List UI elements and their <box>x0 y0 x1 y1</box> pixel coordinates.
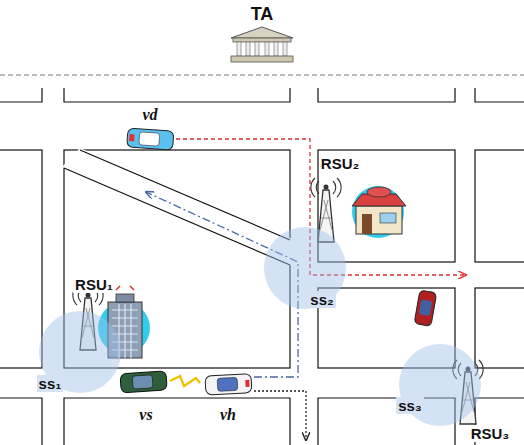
vehicle-vh-part <box>245 380 249 387</box>
ta-building-part <box>274 42 278 56</box>
rsu-label: RSU₁ <box>73 276 115 293</box>
rsu2-shop-part <box>380 213 396 223</box>
coverage-circle: ss₂ <box>263 226 347 310</box>
v2v-link <box>170 376 200 386</box>
ta-building <box>231 27 293 62</box>
vehicle-vh-part <box>217 377 238 391</box>
ta-building-part <box>233 38 291 42</box>
coverage-area <box>264 227 346 309</box>
vehicle-vh-part <box>205 374 252 395</box>
ta-building-part <box>246 42 250 56</box>
coverage-label: ss₂ <box>308 291 335 308</box>
circle-outline <box>398 343 482 427</box>
ta-building-part <box>237 42 241 56</box>
vehicle-vh <box>205 374 252 395</box>
ta-building-part <box>231 56 293 62</box>
coverage-label: ss₃ <box>396 397 424 414</box>
ta-building-part <box>283 42 287 56</box>
coverage-circle: ss₃ <box>398 343 482 427</box>
diagonal-road-part <box>62 148 292 266</box>
coverage-label: ss₁ <box>37 375 64 392</box>
parked-car <box>414 290 437 326</box>
rsu2-shop-part <box>356 206 402 234</box>
rsu-label: RSU₃ <box>469 425 512 442</box>
coverage-area <box>399 344 481 426</box>
rsu2-shop-part <box>367 187 391 197</box>
street-blocks <box>0 88 524 445</box>
diagonal-road-part <box>64 168 290 265</box>
ta-building-part <box>255 42 259 56</box>
ta-building-part <box>231 27 293 38</box>
ta-building-part <box>265 42 269 56</box>
rsu2-shop-part <box>362 214 372 234</box>
rsu-label: RSU₂ <box>319 155 361 172</box>
parked-car-part <box>414 290 437 326</box>
street-blocks-part <box>475 288 524 368</box>
rsu2-shop <box>352 186 406 238</box>
diagonal-road <box>62 148 292 266</box>
rsu1-building-part <box>116 286 134 290</box>
authority-label: TA <box>249 6 276 23</box>
ta-boundary <box>0 75 524 76</box>
vehicle-vd <box>127 128 174 150</box>
vehicle-vd-part <box>139 132 160 146</box>
vehicle-vs-part <box>132 375 153 389</box>
street-blocks-part <box>0 88 524 102</box>
vehicle-label: vd <box>140 106 159 123</box>
street-blocks-part <box>0 150 42 368</box>
route-vh-down <box>254 391 306 440</box>
vehicle-label: vh <box>218 406 238 423</box>
rsu1-building-part <box>116 294 134 302</box>
vehicle-vs-part <box>120 371 167 393</box>
vehicle-vs <box>120 371 167 393</box>
coverage-circle: ss₁ <box>38 310 122 394</box>
parked-car-part <box>419 299 432 316</box>
vehicle-vd-part <box>129 134 134 141</box>
vehicle-label: vs <box>137 406 154 423</box>
diagonal-road-part <box>80 150 290 240</box>
vehicle-vd-part <box>127 128 174 150</box>
street-blocks-part <box>475 150 524 262</box>
